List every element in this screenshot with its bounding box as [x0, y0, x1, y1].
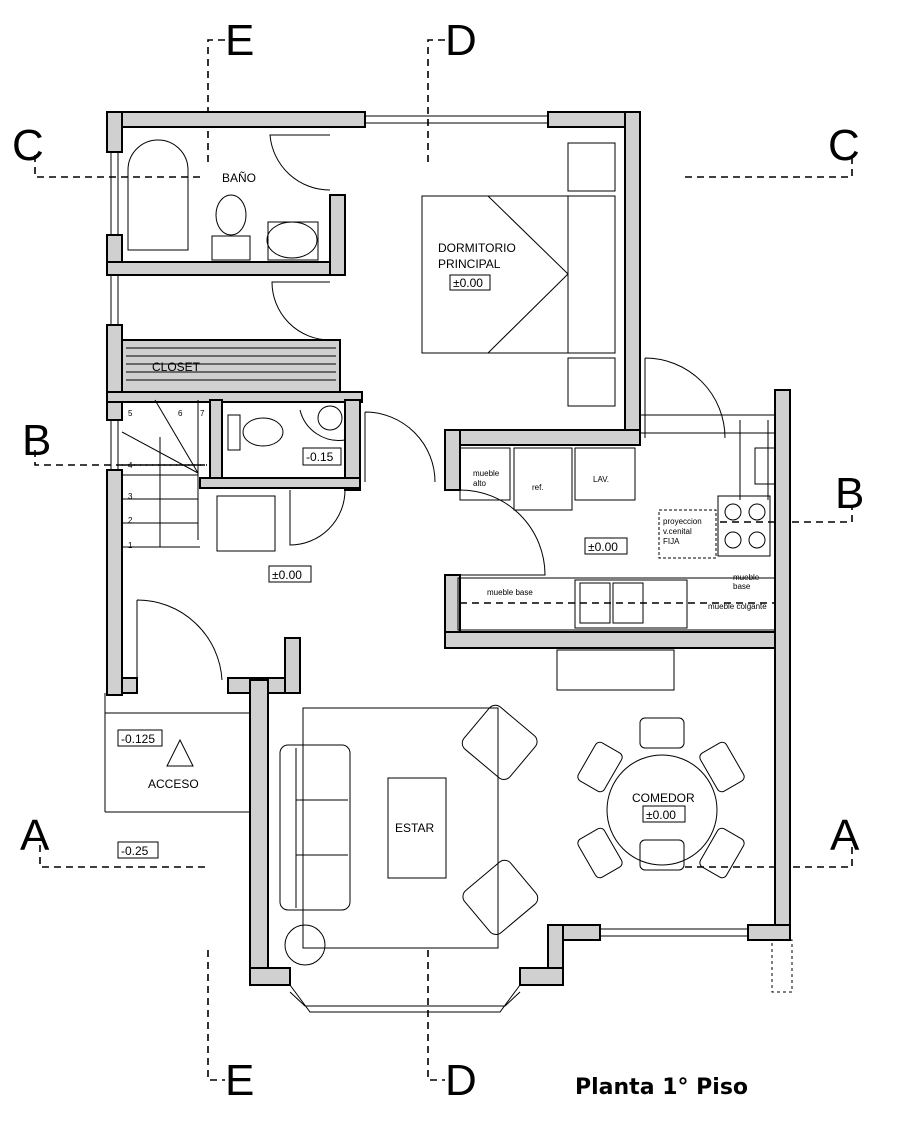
room-label-closet: CLOSET	[152, 360, 201, 374]
windows	[110, 115, 793, 1013]
bed	[421, 142, 616, 407]
label-proyeccion-1: proyeccion	[663, 517, 702, 526]
section-marker-a-left: A	[20, 811, 50, 860]
label-mueble-base: mueble base	[487, 588, 533, 597]
section-marker-a-right: A	[830, 811, 860, 860]
level-hall: ±0.00	[272, 568, 302, 582]
stair-step-5: 5	[128, 409, 133, 418]
section-marker-e-bottom: E	[225, 1056, 254, 1105]
level-comedor: ±0.00	[646, 808, 676, 822]
label-mueble-alto-1: mueble	[473, 469, 500, 478]
stair-step-4: 4	[128, 461, 133, 470]
label-mueble-colgante: mueble colgante	[708, 602, 767, 611]
plan-title: Planta 1° Piso	[575, 1075, 749, 1100]
level-acceso: -0.125	[121, 732, 155, 746]
stair-step-2: 2	[128, 516, 133, 525]
label-mueble-base-r1: mueble	[733, 573, 760, 582]
bathroom-fixtures	[127, 139, 343, 552]
closet-shelves	[126, 347, 336, 381]
doors	[136, 134, 726, 681]
room-label-acceso: ACCESO	[148, 777, 199, 791]
section-marker-d-top: D	[445, 16, 477, 65]
section-marker-d-bottom: D	[445, 1056, 477, 1105]
room-label-comedor: COMEDOR	[632, 791, 695, 805]
section-marker-c-right: C	[828, 121, 860, 170]
room-label-bano: BAÑO	[222, 171, 256, 185]
level-cocina: ±0.00	[588, 540, 618, 554]
kitchen-fixtures	[457, 414, 776, 631]
stair-step-7: 7	[200, 409, 205, 418]
section-marker-c-left: C	[12, 121, 44, 170]
stair-step-3: 3	[128, 492, 133, 501]
level-dormitorio: ±0.00	[453, 276, 483, 290]
stair-step-6: 6	[178, 409, 183, 418]
section-marker-b-left: B	[22, 416, 51, 465]
label-ref: ref.	[532, 483, 544, 492]
label-lav: LAV.	[593, 475, 609, 484]
living-furniture	[104, 649, 745, 966]
room-label-estar: ESTAR	[395, 821, 434, 835]
section-marker-b-right: B	[835, 469, 864, 518]
section-marker-e-top: E	[225, 16, 254, 65]
label-proyeccion-3: FIJA	[663, 537, 680, 546]
stair-step-1: 1	[128, 541, 133, 550]
label-proyeccion-2: v.cenital	[663, 527, 692, 536]
walls	[106, 111, 791, 986]
label-mueble-alto-2: alto	[473, 479, 486, 488]
label-mueble-base-r2: base	[733, 582, 751, 591]
room-label-dormitorio: DORMITORIO	[438, 241, 516, 255]
level-bano-visita: -0.15	[306, 450, 334, 464]
stairs	[121, 399, 207, 548]
room-label-principal: PRINCIPAL	[438, 257, 501, 271]
level-exterior: -0.25	[121, 844, 149, 858]
